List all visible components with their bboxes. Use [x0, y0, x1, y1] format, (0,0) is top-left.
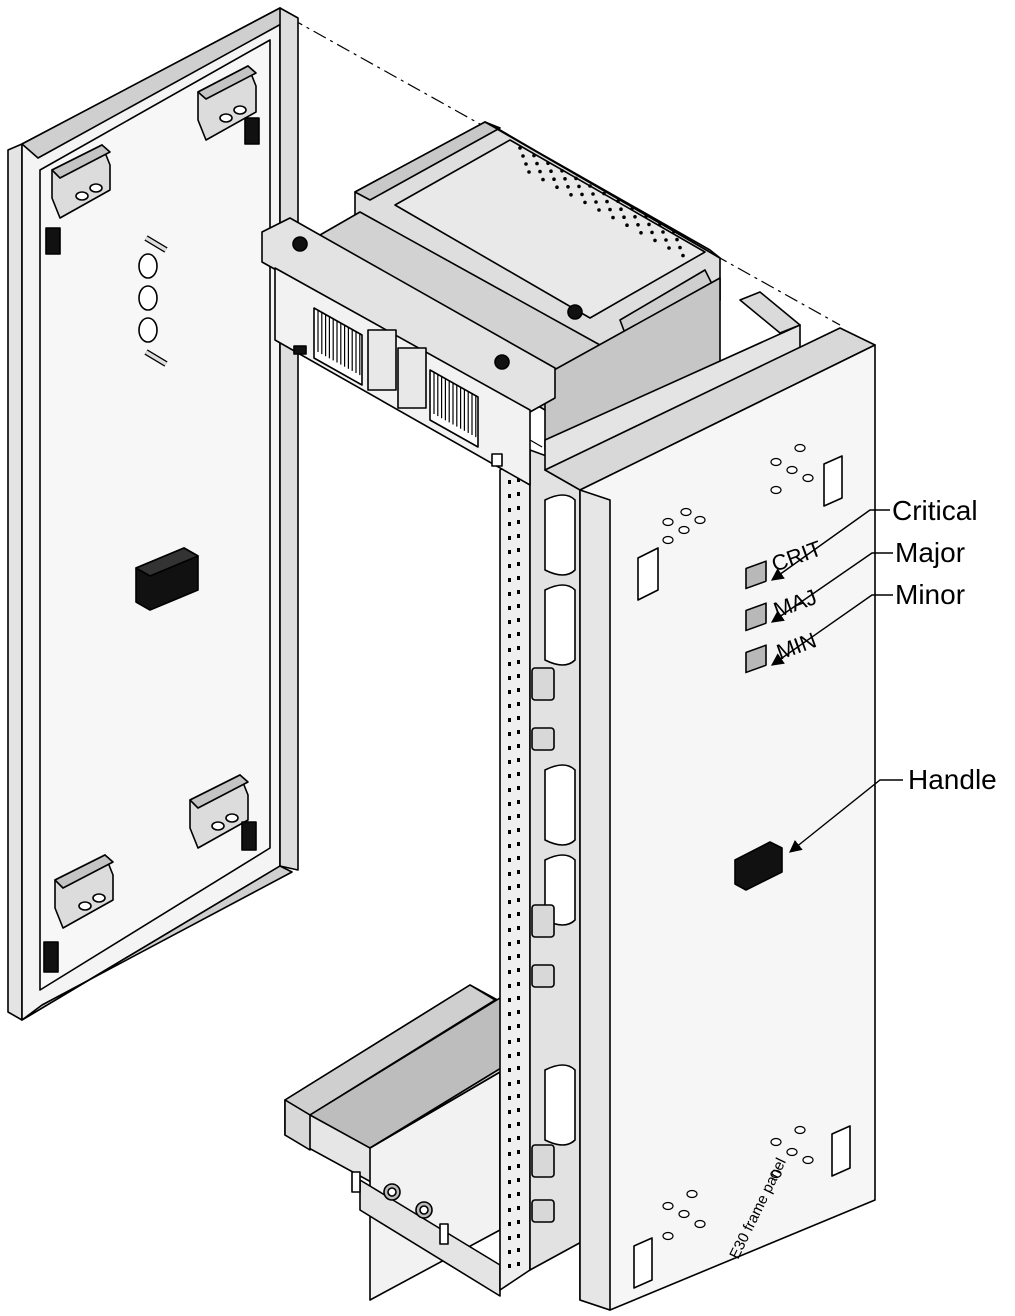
callout-handle: Handle	[908, 764, 997, 795]
left-side-panel	[7, 7, 299, 1021]
panel-bracket-top-right	[197, 65, 257, 141]
panel-bracket-bottom-left	[54, 854, 114, 929]
callout-leaders	[770, 509, 903, 853]
callout-critical: Critical	[892, 495, 978, 526]
panel-bracket-top-left	[51, 144, 111, 219]
right-side-panel	[544, 327, 876, 1311]
panel-bracket-bottom-right	[189, 774, 249, 849]
callout-minor: Minor	[895, 579, 965, 610]
maj-led	[745, 602, 767, 632]
crit-led	[745, 560, 767, 590]
side-panel-handle	[734, 841, 783, 891]
callout-major: Major	[895, 537, 965, 568]
rack-rail	[499, 449, 586, 1291]
connector-grille-left	[313, 307, 363, 386]
min-led	[745, 644, 767, 674]
connector-grille-right	[429, 369, 479, 448]
